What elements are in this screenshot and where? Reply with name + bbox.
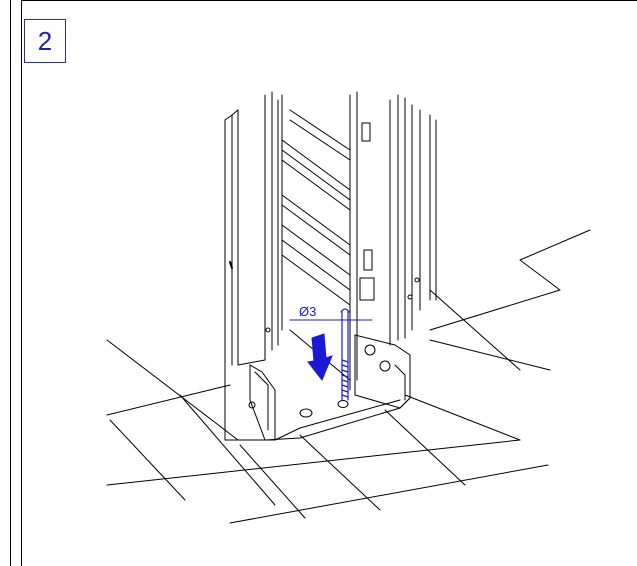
step-number: 2 (37, 25, 53, 56)
page-margin-rule (0, 0, 11, 566)
base-plate (264, 397, 411, 441)
left-column (224, 91, 279, 441)
back-panel (281, 94, 351, 381)
arrow-down-icon (307, 333, 333, 381)
right-column (349, 91, 437, 409)
diameter-label: Ø3 (299, 304, 316, 319)
screw-icon (340, 308, 350, 401)
floor-grid (106, 229, 591, 524)
instruction-panel (21, 0, 637, 566)
step-number-badge: 2 (24, 19, 66, 63)
